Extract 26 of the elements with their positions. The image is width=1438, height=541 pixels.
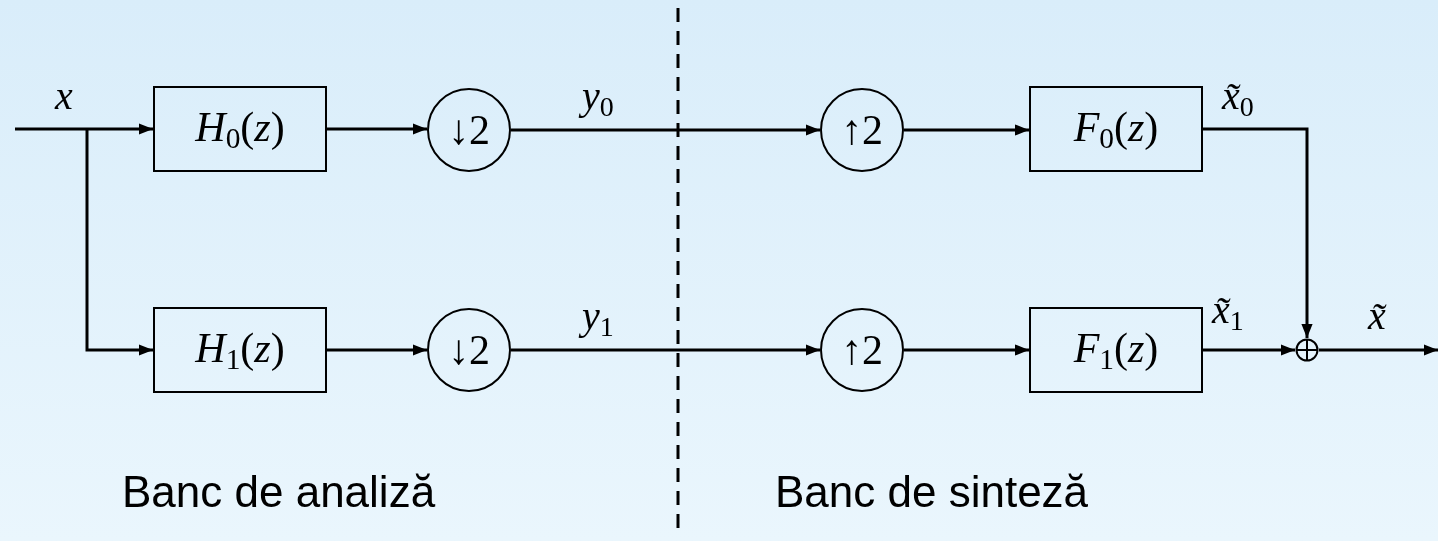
resampler-circle: ↓2 [427,308,511,392]
section-label: Banc de analiză [122,470,436,514]
summing-junction [1295,338,1319,362]
filter-box: F$_{1}$(z) [1029,307,1203,393]
arrow [327,344,427,356]
resampler-circle: ↑2 [820,308,904,392]
resampler-circle: ↓2 [427,88,511,172]
section-label: Banc de sinteză [775,470,1089,514]
filter-box: H$_{0}$(z) [153,86,327,172]
arrow [1203,344,1295,356]
edge-label: x̃$_{0}$ [1222,76,1254,121]
filter-box: H$_{1}$(z) [153,307,327,393]
edge-label: x̃$_{1}$ [1212,290,1244,335]
arrow [1319,344,1438,356]
arrow [15,123,153,135]
arrow [1203,127,1313,338]
filter-box: F$_{0}$(z) [1029,86,1203,172]
edge-label: x̃ [1368,296,1386,336]
edge-label: x [55,76,73,116]
arrow [904,124,1029,136]
arrow [904,344,1029,356]
arrow [85,129,153,356]
resampler-circle: ↑2 [820,88,904,172]
arrow [511,124,820,136]
arrow [511,344,820,356]
arrow [327,123,427,135]
